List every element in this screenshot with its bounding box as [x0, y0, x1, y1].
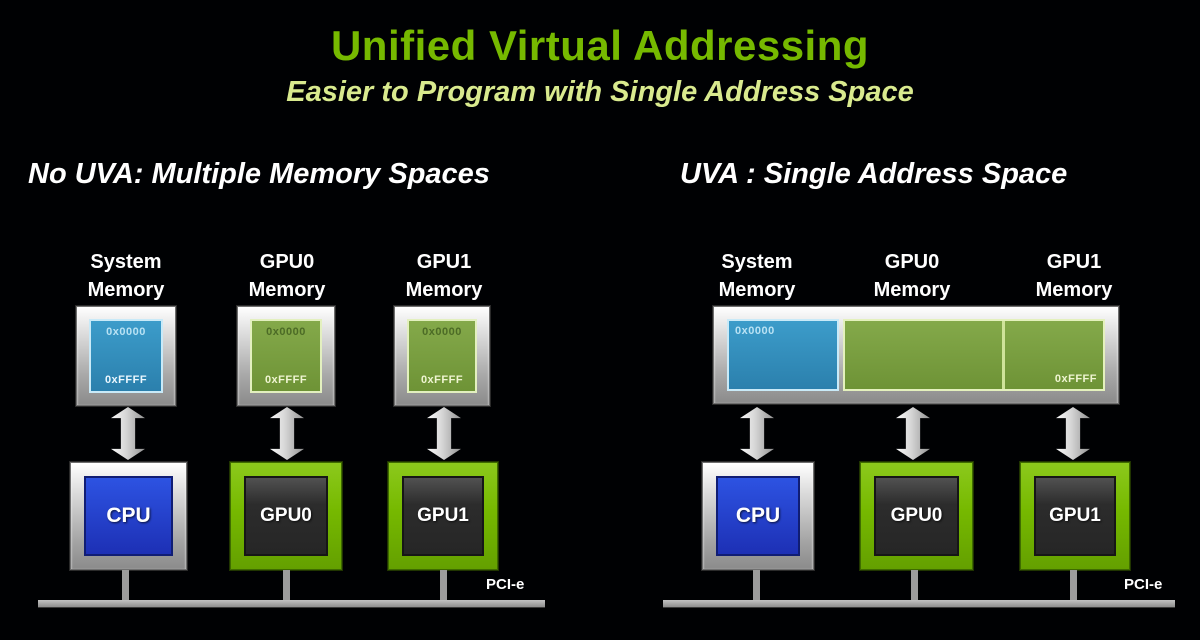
cpu-box: CPU	[702, 462, 814, 570]
processor-label: CPU	[84, 476, 173, 556]
bus-stem	[283, 570, 290, 601]
slide-title: Unified Virtual Addressing	[330, 22, 870, 69]
memory-label-line: Memory	[1035, 279, 1113, 301]
slide-subtitle: Easier to Program with Single Address Sp…	[286, 76, 914, 108]
gpu-memory-segments: 0xFFFF	[843, 319, 1105, 391]
system-memory-range: 0x0000 0xFFFF	[89, 319, 163, 393]
gpu0-memory-range: 0x0000 0xFFFF	[250, 319, 322, 393]
memory-label-line: GPU1	[1046, 251, 1102, 273]
processor-label: GPU0	[874, 476, 959, 556]
left-section-heading: No UVA: Multiple Memory Spaces	[28, 158, 490, 190]
gpu0-box: GPU0	[230, 462, 342, 570]
gpu1-box: GPU1	[388, 462, 498, 570]
memory-label-gpu0: GPU0 Memory	[847, 248, 977, 304]
memory-label-line: System	[90, 251, 162, 273]
gpu1-box: GPU1	[1020, 462, 1130, 570]
memory-end-address: 0xFFFF	[1054, 373, 1097, 385]
cpu-box: CPU	[70, 462, 187, 570]
memory-start-address: 0x0000	[735, 325, 775, 337]
bidirectional-arrow-icon	[740, 407, 774, 460]
memory-label-line: Memory	[718, 279, 796, 301]
gpu0-box: GPU0	[860, 462, 973, 570]
system-memory-box: 0x0000 0xFFFF	[76, 306, 176, 406]
pcie-bus	[38, 600, 545, 607]
pcie-label: PCI-e	[486, 576, 525, 593]
memory-label-line: GPU1	[416, 251, 472, 273]
memory-label-line: Memory	[405, 279, 483, 301]
memory-label-system: System Memory	[692, 248, 822, 304]
unified-memory-segments: 0x0000 0xFFFF	[727, 319, 1105, 391]
bus-stem	[911, 570, 918, 601]
gpu1-memory-range: 0x0000 0xFFFF	[407, 319, 477, 393]
memory-label-line: Memory	[873, 279, 951, 301]
processor-label: GPU0	[244, 476, 328, 556]
memory-label-gpu1: GPU1 Memory	[1009, 248, 1139, 304]
bidirectional-arrow-icon	[111, 407, 145, 460]
bus-stem	[122, 570, 129, 601]
pcie-label: PCI-e	[1124, 576, 1163, 593]
bidirectional-arrow-icon	[896, 407, 930, 460]
bidirectional-arrow-icon	[270, 407, 304, 460]
pcie-bus	[663, 600, 1175, 607]
bidirectional-arrow-icon	[1056, 407, 1090, 460]
bus-stem	[440, 570, 447, 601]
bus-stem	[753, 570, 760, 601]
memory-label-gpu0: GPU0 Memory	[222, 248, 352, 304]
memory-start-address: 0x0000	[106, 326, 146, 338]
memory-label-line: GPU0	[259, 251, 315, 273]
memory-start-address: 0x0000	[422, 326, 462, 338]
system-memory-segment: 0x0000	[727, 319, 839, 391]
memory-label-line: Memory	[87, 279, 165, 301]
bus-stem	[1070, 570, 1077, 601]
memory-label-gpu1: GPU1 Memory	[379, 248, 509, 304]
memory-label-line: GPU0	[884, 251, 940, 273]
gpu0-memory-segment	[845, 321, 1002, 389]
unified-memory-bar: 0x0000 0xFFFF	[713, 306, 1119, 404]
bidirectional-arrow-icon	[427, 407, 461, 460]
memory-start-address: 0x0000	[266, 326, 306, 338]
processor-label: CPU	[716, 476, 800, 556]
memory-label-line: System	[721, 251, 793, 273]
segment-divider	[1001, 321, 1005, 389]
memory-end-address: 0xFFFF	[104, 374, 148, 386]
gpu1-memory-box: 0x0000 0xFFFF	[394, 306, 490, 406]
processor-label: GPU1	[1034, 476, 1116, 556]
memory-label-line: Memory	[248, 279, 326, 301]
right-section-heading: UVA : Single Address Space	[680, 158, 1068, 190]
memory-end-address: 0xFFFF	[264, 374, 308, 386]
processor-label: GPU1	[402, 476, 484, 556]
gpu0-memory-box: 0x0000 0xFFFF	[237, 306, 335, 406]
memory-label-system: System Memory	[61, 248, 191, 304]
memory-end-address: 0xFFFF	[420, 374, 464, 386]
